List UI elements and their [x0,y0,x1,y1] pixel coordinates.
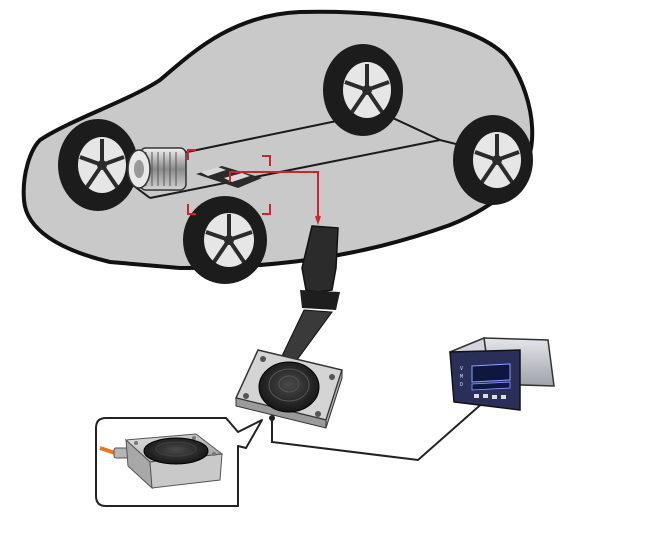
hammer-probe-icon [279,225,340,365]
vibration-sensor-icon [234,349,343,429]
wheel-icon [183,196,267,284]
display-letter-v: V [460,366,463,372]
display-letter-d: D [460,382,463,388]
display-meter-icon: V M D [449,336,555,411]
wheel-icon [453,115,533,205]
meter-button [492,395,497,399]
meter-button [501,395,506,399]
meter-button [483,394,488,398]
display-letter-m: M [460,374,463,380]
callout-lines [187,149,321,226]
wheel-icon [58,119,138,211]
meter-button [474,394,479,398]
sensor-closeup-inset [95,417,263,507]
signal-cable [271,399,487,462]
motor-icon [127,147,187,191]
wheel-icon [323,44,403,136]
